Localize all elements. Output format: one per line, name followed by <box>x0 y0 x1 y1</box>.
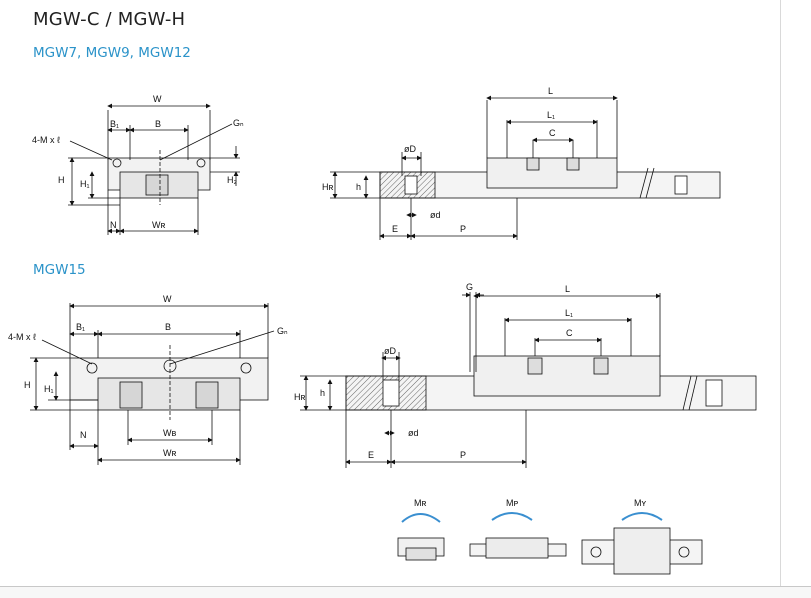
label-mp: Mᴘ <box>506 498 518 508</box>
dim-b1-small: B₁ <box>110 119 119 129</box>
dim-l-large: L <box>565 284 570 294</box>
dim-l1-small: L₁ <box>547 110 555 120</box>
dim-h1-small: H₁ <box>80 179 90 189</box>
dim-c-large: C <box>566 328 573 338</box>
side-view-small <box>330 95 721 240</box>
label-4mxl-large: 4-M x ℓ <box>8 332 37 342</box>
front-view-small <box>68 103 240 235</box>
dim-p-large: P <box>460 450 466 460</box>
dim-phid-big-small: øD <box>404 144 416 154</box>
dim-n-small: N <box>110 220 117 230</box>
label-gn-large: Gₙ <box>277 326 288 336</box>
dim-phid-small: ød <box>430 210 441 220</box>
dim-h2-small: H₂ <box>227 175 237 185</box>
dim-n-large: N <box>80 430 87 440</box>
dim-hr-small: Hʀ <box>322 182 333 192</box>
moment-mp-icon <box>469 512 567 559</box>
label-4mxl-small: 4-M x ℓ <box>32 135 61 145</box>
dim-w-large: W <box>163 294 172 304</box>
dim-h1-large: H₁ <box>44 384 54 394</box>
label-mr: Mʀ <box>414 498 426 508</box>
front-view-large <box>30 303 275 465</box>
dim-c-small: C <box>549 128 556 138</box>
dim-h-large: H <box>24 380 31 390</box>
dim-l1-large: L₁ <box>565 308 573 318</box>
dim-l-small: L <box>548 86 553 96</box>
page-title: MGW-C / MGW-H <box>33 9 186 30</box>
dim-g-large: G <box>466 282 473 292</box>
dim-w-small: W <box>153 94 162 104</box>
section-title-large: MGW15 <box>33 262 86 278</box>
dim-wr-small: Wʀ <box>152 220 165 230</box>
dim-p-small: P <box>460 224 466 234</box>
label-gn-small: Gₙ <box>233 118 244 128</box>
dim-wr-large: Wʀ <box>163 448 176 458</box>
section-title-small: MGW7, MGW9, MGW12 <box>33 45 191 61</box>
dim-hr-large: Hʀ <box>294 392 305 402</box>
bottom-frame <box>0 586 811 598</box>
dim-h-small: H <box>58 175 65 185</box>
side-view-large <box>300 292 757 468</box>
dim-h-small-side: h <box>356 182 361 192</box>
dim-e-small: E <box>392 224 398 234</box>
moment-my-icon <box>581 512 703 575</box>
page-divider <box>780 0 781 597</box>
dim-phid-large: ød <box>408 428 419 438</box>
dim-e-large: E <box>368 450 374 460</box>
dim-phid-big-large: øD <box>384 346 396 356</box>
dim-wb-large: Wʙ <box>163 428 176 438</box>
dim-h-large-side: h <box>320 388 325 398</box>
label-my: Mʏ <box>634 498 646 508</box>
moment-mr-icon <box>397 513 445 561</box>
dim-b-small: B <box>155 119 161 129</box>
dim-b-large: B <box>165 322 171 332</box>
dim-b1-large: B₁ <box>76 322 85 332</box>
